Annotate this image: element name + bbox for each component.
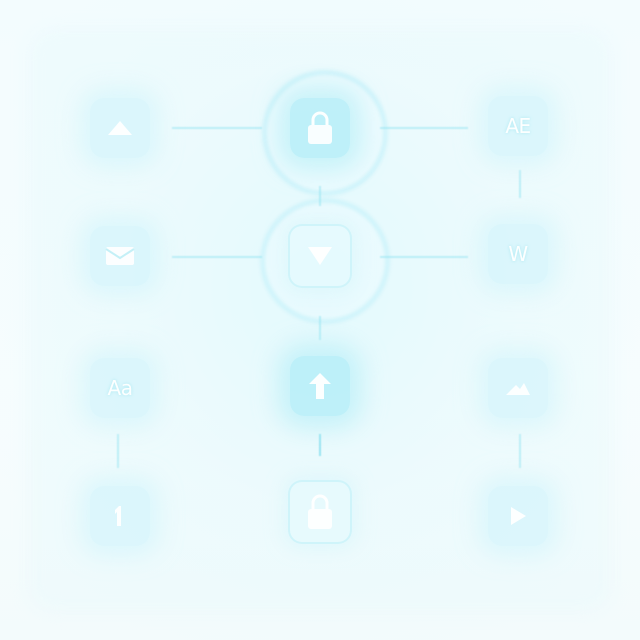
connector-r1-right — [380, 127, 468, 129]
tile-lock-top[interactable] — [290, 98, 350, 158]
play-icon — [508, 505, 528, 527]
connector-r1-left — [172, 127, 262, 129]
mountain-icon — [504, 379, 532, 397]
arrow-up-icon — [307, 371, 333, 401]
tile-triangle[interactable] — [90, 98, 150, 158]
text-icon: W — [508, 242, 528, 266]
tile-lock-bottom[interactable] — [288, 480, 352, 544]
connector-r2-left — [172, 256, 262, 258]
connector-c3-r1-r2 — [519, 170, 521, 198]
tile-text-w[interactable]: W — [488, 224, 548, 284]
tile-text-aa[interactable]: Aa — [90, 358, 150, 418]
caret-down-icon — [306, 245, 334, 267]
text-icon: AE — [505, 114, 531, 138]
connector-c2-r2-r3 — [319, 316, 321, 340]
number-one-icon — [113, 504, 127, 528]
connector-c1-r3-r4 — [117, 434, 119, 468]
connector-c2-r1-r2 — [319, 186, 321, 206]
connector-c2-r3-r4 — [319, 434, 321, 456]
tile-dropdown[interactable] — [288, 224, 352, 288]
padlock-icon — [305, 110, 335, 146]
padlock-icon — [305, 493, 335, 531]
connector-c3-r3-r4 — [519, 434, 521, 468]
connector-r2-right — [380, 256, 468, 258]
tile-envelope[interactable] — [90, 226, 150, 286]
tile-mountain[interactable] — [488, 358, 548, 418]
envelope-icon — [104, 245, 136, 267]
triangle-up-icon — [106, 119, 134, 137]
tile-text-ae[interactable]: AE — [488, 96, 548, 156]
tile-arrow-up[interactable] — [290, 356, 350, 416]
text-icon: Aa — [107, 376, 133, 400]
tile-number-one[interactable] — [90, 486, 150, 546]
tile-play[interactable] — [488, 486, 548, 546]
